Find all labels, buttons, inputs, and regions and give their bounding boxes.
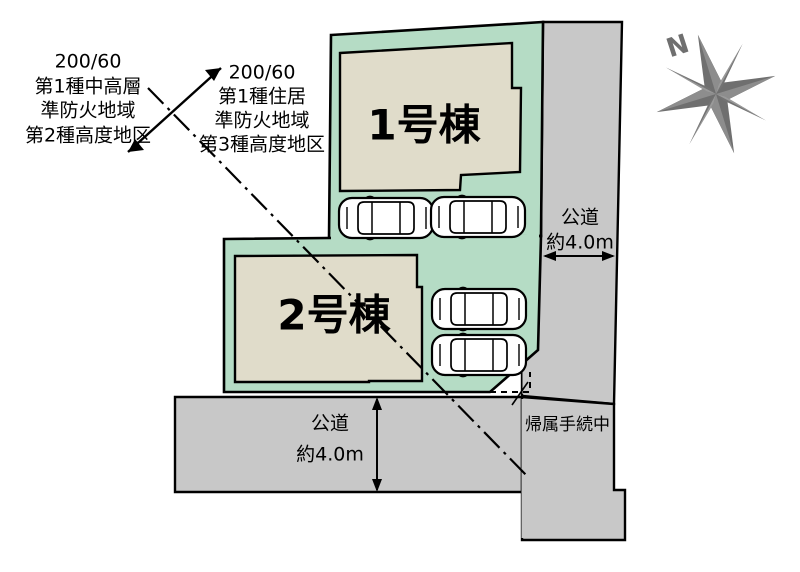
parking-stall-2	[429, 194, 527, 240]
zoning-boundary-line	[147, 87, 529, 478]
zoning-right-line4: 第3種高度地区	[199, 134, 325, 156]
compass-label-text: N	[663, 29, 693, 64]
zoning-left-line1: 200/60	[55, 51, 122, 73]
bldg-1-label: 1号棟	[367, 101, 481, 150]
zoning-direction-arrow	[127, 67, 222, 153]
bldg-2-label: 2号棟	[277, 291, 391, 340]
compass-rose	[656, 34, 776, 154]
zoning-right-block: 200/60 第1種住居 準防火地域 第3種高度地区	[199, 62, 325, 156]
zoning-left-line4: 第2種高度地区	[25, 125, 151, 147]
zoning-right-line1: 200/60	[229, 62, 296, 84]
road-south-width: 約4.0m	[296, 444, 364, 466]
parking-stall-4	[430, 332, 528, 378]
bldg-2-footprint	[233, 253, 424, 384]
zoning-left-line2: 第1種中高層	[34, 76, 141, 98]
zoning-left-block: 200/60 第1種中高層 準防火地域 第2種高度地区	[25, 51, 151, 147]
zoning-left-line3: 準防火地域	[40, 100, 135, 122]
road-east-width: 約4.0m	[546, 232, 614, 254]
dimension-road-east	[543, 251, 615, 261]
zoning-right-line3: 準防火地域	[214, 110, 309, 132]
road-east-label: 公道 約4.0m	[546, 207, 614, 254]
road-east-name: 公道	[561, 207, 599, 229]
road-south-label: 公道 約4.0m	[296, 413, 364, 466]
parking-stall-1	[337, 195, 435, 241]
dimension-road-south	[372, 397, 382, 492]
compass-north-label: N	[663, 29, 693, 64]
road-south-east-block	[520, 395, 627, 542]
pending-transfer-label: 帰属手続中	[525, 415, 610, 435]
bldg-1-footprint	[338, 41, 523, 193]
pending-transfer-callout	[490, 372, 531, 406]
road-south-name: 公道	[311, 413, 349, 435]
zoning-right-line2: 第1種住居	[218, 86, 306, 108]
parking-stall-3	[430, 286, 528, 332]
